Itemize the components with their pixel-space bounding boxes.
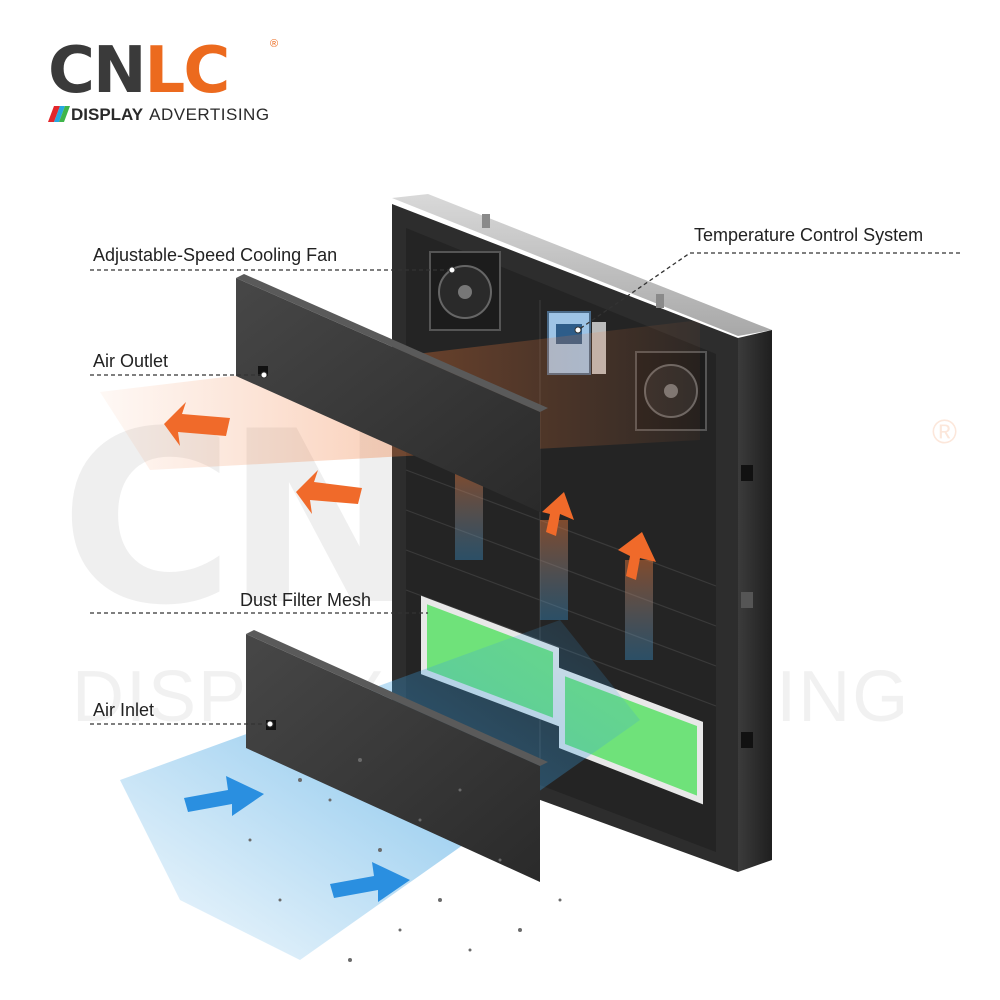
callout-air-inlet: Air Inlet (93, 700, 155, 720)
callout-cooling-fan: Adjustable-Speed Cooling Fan (93, 245, 338, 265)
airflow-up-1 (455, 470, 483, 560)
logo-wordmark: CNLC (48, 34, 230, 108)
side-handle-2 (741, 592, 753, 608)
side-handle-1 (741, 465, 753, 481)
inlet-cover-panel (246, 634, 540, 882)
inlet-arrow-1-icon (184, 776, 264, 816)
callout-leaders (90, 252, 960, 725)
logo-tagline: DISPLAY ADVERTISING (48, 104, 270, 126)
cabinet-top (392, 194, 772, 336)
airflow-up-2 (540, 520, 568, 620)
tagline-advertising: ADVERTISING (149, 105, 270, 124)
cooling-fan-left-icon (429, 251, 501, 331)
up-arrow-2-icon (618, 532, 656, 580)
tagline-display: DISPLAY (71, 105, 144, 124)
callout-air-outlet: Air Outlet (93, 351, 169, 371)
inlet-arrow-2-icon (330, 862, 410, 902)
top-bolt-1 (482, 214, 490, 228)
callout-dust-filter: Dust Filter Mesh (240, 590, 372, 610)
outlet-cover-panel (236, 278, 540, 512)
outlet-arrow-1-icon (164, 402, 230, 446)
display-badge-icon (48, 106, 70, 122)
up-arrow-1-icon (542, 492, 574, 536)
outlet-arrow-2-icon (296, 470, 362, 514)
callout-temperature-control: Temperature Control System (694, 225, 924, 245)
top-bolt-2 (656, 294, 664, 308)
side-handle-3 (741, 732, 753, 748)
dust-particles (248, 758, 562, 962)
registered-mark: ® (270, 38, 279, 50)
